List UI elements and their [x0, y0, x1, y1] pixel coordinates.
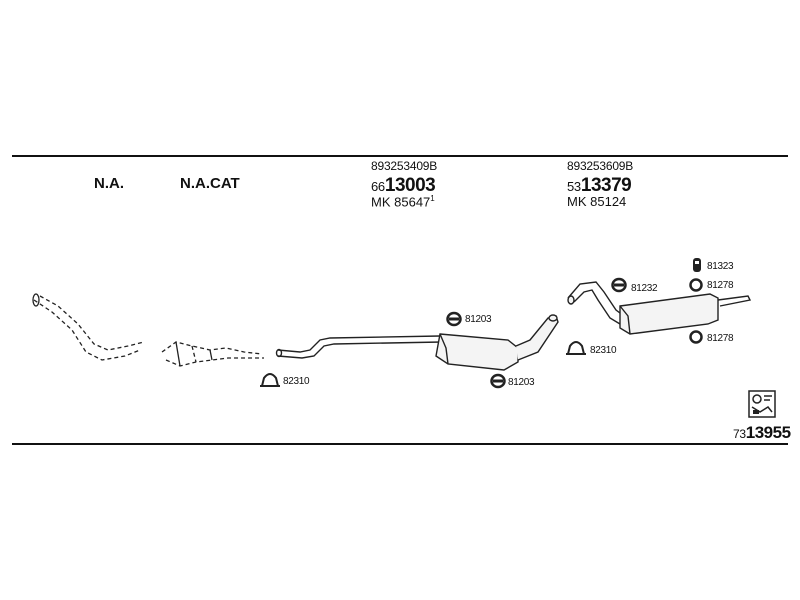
rear-silencer-drawing [567, 281, 752, 335]
label-na: N.A. [94, 175, 124, 192]
clamp-icon [260, 373, 280, 387]
part-hanger-top: 81323 [707, 261, 734, 272]
rear-mk-number: MK 85124 [567, 195, 626, 208]
kit-number: 7313955 [733, 424, 791, 442]
rubber-ring-icon [490, 373, 506, 389]
label-na-cat-text: N.A.CAT [180, 175, 240, 192]
catalyst-dashed [161, 341, 264, 367]
front-mk-number: MK 856471 [371, 194, 435, 210]
part-ring-mid-top: 81203 [465, 314, 492, 325]
label-na-cat: N.A.CAT [180, 176, 240, 191]
rubber-ring-icon [446, 311, 462, 327]
top-rule [12, 155, 788, 157]
rear-ref-main: 13379 [580, 175, 632, 196]
part-clamp-2: 82310 [590, 345, 617, 356]
front-mk-prefix: MK [371, 194, 391, 210]
rubber-ring-icon [611, 277, 627, 293]
front-oe-number: 893253409B [371, 159, 438, 173]
front-ref-number: 6613003 [371, 175, 436, 196]
clamp-icon [566, 341, 586, 355]
front-ref-prefix: 66 [371, 179, 385, 194]
kit-number-main: 13955 [745, 423, 791, 442]
part-clamp-1: 82310 [283, 376, 310, 387]
rear-mk-value: 85124 [590, 194, 627, 209]
bottom-rule [12, 443, 788, 445]
rear-ref-number: 5313379 [567, 175, 632, 196]
part-ring-mid-bottom: 81203 [508, 377, 535, 388]
part-ring-right-2: 81278 [707, 333, 734, 344]
rear-ref-prefix: 53 [567, 179, 581, 194]
hanger-icon [693, 258, 701, 272]
front-mk-value: 85647 [394, 194, 431, 210]
o-ring-icon [689, 330, 703, 344]
front-ref-main: 13003 [384, 175, 436, 196]
rear-oe-number: 893253609B [567, 159, 634, 173]
middle-pipe [275, 335, 443, 359]
rear-mk-prefix: MK [567, 194, 587, 209]
kit-number-prefix: 73 [733, 427, 746, 441]
part-ring-rear: 81232 [631, 283, 658, 294]
kit-box-icon [748, 390, 776, 418]
o-ring-icon [689, 278, 703, 292]
front-silencer-drawing [435, 314, 559, 371]
part-ring-right-1: 81278 [707, 280, 734, 291]
front-pipe-dashed [32, 293, 145, 361]
front-mk-note: 1 [430, 194, 435, 203]
